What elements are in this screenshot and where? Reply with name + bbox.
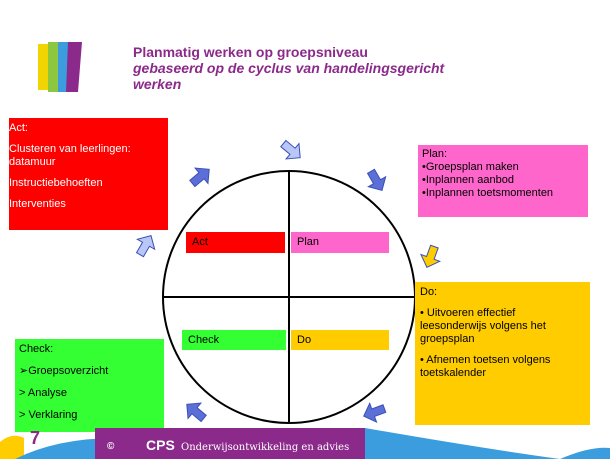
cycle-arrow-icon bbox=[359, 398, 389, 427]
do-box-line: leesonderwijs volgens het bbox=[420, 320, 546, 332]
check-box-line: > Analyse bbox=[19, 387, 68, 399]
cycle-arrow-icon bbox=[185, 161, 217, 192]
plan-box: Plan: •Groepsplan maken •Inplannen aanbo… bbox=[418, 145, 588, 217]
act-box-line: Interventies bbox=[9, 198, 66, 210]
cps-logo-icon bbox=[38, 42, 82, 92]
cycle-arrow-icon bbox=[361, 165, 392, 196]
act-box-line: Clusteren van leerlingen: bbox=[9, 143, 131, 155]
page-number: 7 bbox=[30, 428, 41, 448]
cycle-arrow-icon bbox=[416, 242, 445, 272]
brand-name: CPS bbox=[146, 437, 175, 453]
plan-box-line: •Inplannen aanbod bbox=[422, 174, 514, 186]
cycle-arrow-icon bbox=[276, 135, 308, 166]
check-box: Check: ➢Groepsoverzicht > Analyse > Verk… bbox=[15, 339, 164, 432]
plan-box-line: •Groepsplan maken bbox=[422, 161, 519, 173]
act-box: Act: Clusteren van leerlingen: datamuur … bbox=[9, 118, 168, 230]
act-box-line: Act: bbox=[9, 122, 28, 134]
do-box-line: • Uitvoeren effectief bbox=[420, 307, 516, 319]
quadrant-check: Check bbox=[182, 330, 286, 350]
plan-box-line: •Inplannen toetsmomenten bbox=[422, 187, 554, 199]
do-box-line: Do: bbox=[420, 286, 438, 298]
quadrant-plan: Plan bbox=[291, 232, 389, 253]
do-box-line: toetskalender bbox=[420, 367, 487, 379]
quadrant-act: Act bbox=[186, 232, 285, 253]
check-box-line: > Verklaring bbox=[19, 409, 78, 421]
cycle-arrow-icon bbox=[130, 230, 161, 261]
plan-box-line: Plan: bbox=[422, 148, 448, 160]
check-box-line: Check: bbox=[19, 343, 54, 355]
cycle-arrow-icon bbox=[179, 396, 211, 427]
title-sub-line2: werken bbox=[133, 76, 182, 92]
do-box-line: • Afnemen toetsen volgens bbox=[420, 354, 551, 366]
slide-title: Planmatig werken op groepsniveau gebasee… bbox=[133, 44, 533, 92]
brand-tagline: Onderwijsontwikkeling en advies bbox=[181, 442, 350, 453]
act-box-line: Instructiebehoeften bbox=[9, 177, 103, 189]
act-box-line: datamuur bbox=[9, 156, 56, 168]
footer-band bbox=[0, 428, 610, 459]
check-box-line: ➢Groepsoverzicht bbox=[19, 365, 109, 377]
do-box: Do: • Uitvoeren effectief leesonderwijs … bbox=[415, 282, 590, 425]
title-main: Planmatig werken op groepsniveau bbox=[133, 44, 368, 60]
title-sub-line1: gebaseerd op de cyclus van handelingsger… bbox=[133, 60, 445, 76]
do-box-line: groepsplan bbox=[420, 333, 475, 345]
copyright: © bbox=[107, 441, 115, 452]
quadrant-do: Do bbox=[291, 330, 389, 350]
